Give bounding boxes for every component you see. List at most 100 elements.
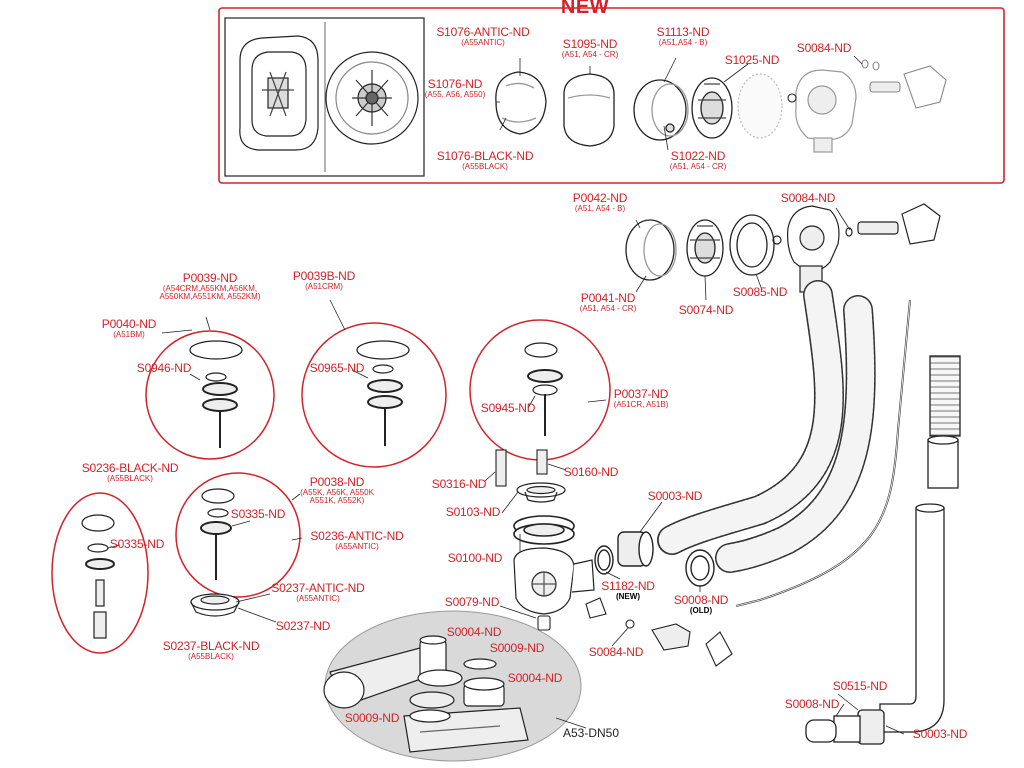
part-number: S0335-ND [109,537,165,551]
plug-p0038 [200,488,235,580]
part-number: S1113-ND [656,25,710,39]
part-models: A551K, A552K) [309,495,365,505]
label-s0009-a: S0009-ND [490,642,545,655]
part-number: S0100-ND [447,551,503,565]
plug-s0236 [81,514,115,639]
part-number: S0160-ND [563,465,619,479]
s1025-gasket [737,73,783,139]
part-number: P0037-ND [613,387,669,401]
label-p0037: P0037-ND(A51CR, A51B) [614,388,669,409]
label-p0041: P0041-ND(A51, A54 - CR) [580,292,636,313]
overflow-body-mid [772,203,941,293]
label-s0003-b: S0003-ND [913,728,968,741]
label-s0237-antic: S0237-ANTIC-ND(A55ANTIC) [271,582,364,603]
part-number: S0237-BLACK-ND [162,639,260,653]
bolts [495,449,548,487]
part-number: P0038-ND [309,475,365,489]
part-number: S1095-ND [562,37,618,51]
part-models: (A55, A56, A550) [424,89,486,99]
part-number: S0085-ND [732,285,788,299]
part-number: S0236-ANTIC-ND [310,529,404,543]
part-note: (NEW) [615,591,640,601]
part-models: A550KM,A551KM, A552KM) [159,291,261,301]
s0079-part [537,615,551,631]
overflow-body-top [795,69,857,153]
part-models: (A51, A54 - B) [574,203,626,213]
label-s0085: S0085-ND [732,285,788,299]
label-s0160: S0160-ND [563,465,619,479]
round-plate-thumbnail [325,51,419,145]
label-s0237: S0237-ND [275,619,331,633]
part-models: (A55ANTIC) [335,541,379,551]
part-number: S1182-ND [601,579,655,593]
circle-p0038 [175,472,301,598]
label-s1113: S1113-ND(A51,A54 - B) [657,26,710,47]
part-models: (A55ANTIC) [296,593,340,603]
label-s1076-antic: S1076-ANTIC-ND(A55ANTIC) [436,26,529,47]
label-s1025: S1025-ND [724,53,780,67]
circle-p0039b [301,322,447,468]
s1113-cap [633,79,689,141]
part-number: S0008-ND [673,593,729,607]
label-s1182: S1182-ND(NEW) [601,580,655,601]
circle-p0039 [145,330,275,460]
label-s0237-black: S0237-BLACK-ND(A55BLACK) [163,640,260,661]
label-s1095: S1095-ND(A51, A54 - CR) [562,38,618,59]
part-number: S1025-ND [724,53,780,67]
couplings [594,531,715,587]
part-number: S0084-ND [588,645,644,659]
label-s0945: S0945-ND [480,401,536,415]
part-number: S0236-BLACK-ND [81,461,179,475]
part-number: S0515-ND [832,679,888,693]
s0103-flange [516,482,566,503]
s0100-ring [513,515,575,545]
s1025-plate [691,77,733,139]
part-number: P0040-ND [101,317,157,331]
s0085-gasket [729,214,775,276]
label-s0084-top: S0084-ND [797,42,852,55]
label-s0236-black: S0236-BLACK-ND(A55BLACK) [82,462,179,483]
part-number: S0237-ND [275,619,331,633]
part-models: (A51BM) [113,329,145,339]
standpipe-connector [805,709,885,745]
square-cap-thumbnail [239,35,319,151]
label-s0965: S0965-ND [309,361,365,375]
part-number: S0965-ND [309,361,365,375]
part-models: (A51, A54 - CR) [669,161,727,171]
new-panel-frame [218,7,1005,184]
part-number: S0004-ND [507,671,563,685]
label-s0009-b: S0009-ND [345,712,400,725]
plug-p0039 [189,340,243,448]
part-number: S1076-ANTIC-ND [436,25,530,39]
label-s1022: S1022-ND(A51, A54 - CR) [670,150,726,171]
new-panel-title: NEW [560,0,610,18]
part-number: S1076-ND [427,77,483,91]
label-s0236-antic: S0236-ANTIC-ND(A55ANTIC) [310,530,403,551]
label-p0039b: P0039B-ND(A51CRM) [293,270,355,291]
label-s0335-b: S0335-ND [109,537,165,551]
part-number: S0945-ND [480,401,536,415]
clip-and-valve [585,597,733,667]
part-models: (A55K, A56K, A550K [300,487,374,497]
label-s0084-mid: S0084-ND [781,192,836,205]
part-number: S0079-ND [444,595,500,609]
s1076-caps [495,71,547,135]
label-p0040: P0040-ND(A51BM) [101,317,157,339]
label-s0074: S0074-ND [678,303,734,317]
label-s1076-black: S1076-BLACK-ND(A55BLACK) [437,150,534,171]
label-s0084-low: S0084-ND [588,645,644,659]
part-models: (A51CR, A51B) [613,399,669,409]
label-s0008-a: S0008-ND(OLD) [673,593,729,615]
part-number: S0946-ND [136,361,192,375]
part-number: S1022-ND [670,149,726,163]
part-number: S0074-ND [678,303,734,317]
part-number: P0041-ND [580,291,636,305]
label-s0004-a: S0004-ND [447,626,502,639]
label-s0515: S0515-ND [832,679,888,693]
s1095-cap [563,73,615,147]
part-models: (A51, A54 - CR) [561,49,619,59]
standpipe [879,355,961,733]
